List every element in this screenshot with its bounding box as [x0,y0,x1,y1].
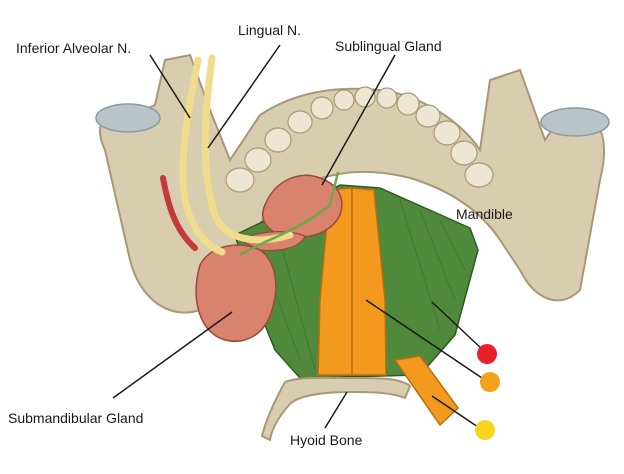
marker-orange[interactable] [480,372,500,392]
label-lingual-nerve: Lingual N. [238,22,302,38]
lingual-nerve [201,54,294,244]
label-sublingual-gland: Sublingual Gland [335,38,442,54]
duct-nerve-green [239,171,340,257]
artery [160,175,198,251]
thyrohyoid-fragment [393,355,459,427]
submandibular-gland [195,244,277,342]
geniohyoid-left [317,187,353,376]
left-condyle [95,103,161,133]
label-inferior-alveolar-nerve: Inferior Alveolar N. [16,40,132,56]
marker-yellow[interactable] [475,420,495,440]
teeth [225,86,494,193]
label-hyoid-bone: Hyoid Bone [290,432,363,448]
hyoid-bone [260,376,412,442]
inferior-alveolar-nerve [179,56,226,256]
geniohyoid-right [351,187,387,376]
label-mandible: Mandible [456,206,513,222]
right-condyle [540,107,610,137]
leader-lines [112,44,484,429]
marker-red[interactable] [477,344,497,364]
label-submandibular-gland: Submandibular Gland [8,410,144,426]
